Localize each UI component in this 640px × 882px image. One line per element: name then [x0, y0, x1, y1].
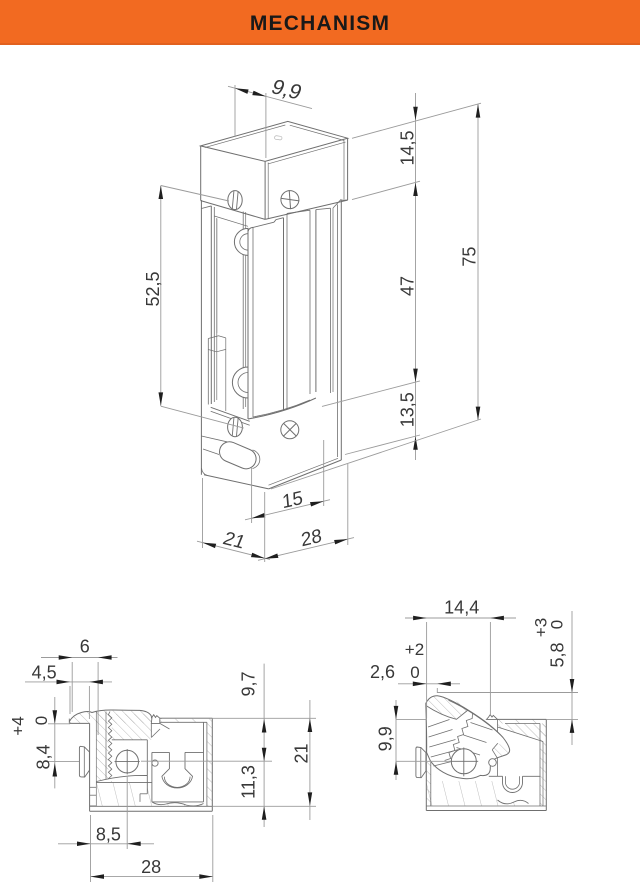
svg-text:0: 0 [410, 663, 419, 682]
svg-text:21: 21 [220, 529, 248, 554]
svg-text:8,5: 8,5 [96, 824, 121, 844]
svg-text:+3: +3 [532, 618, 551, 637]
svg-text:+2: +2 [405, 640, 424, 659]
svg-text:52,5: 52,5 [143, 271, 163, 306]
svg-text:2,6: 2,6 [370, 662, 395, 682]
svg-text:5,8: 5,8 [548, 642, 568, 667]
svg-text:75: 75 [460, 247, 480, 267]
svg-text:9,9: 9,9 [376, 726, 396, 751]
svg-text:+4: +4 [9, 716, 28, 735]
svg-text:6: 6 [80, 637, 90, 657]
svg-text:14,5: 14,5 [398, 130, 418, 165]
svg-text:0: 0 [32, 716, 51, 725]
svg-text:11,3: 11,3 [239, 765, 259, 799]
svg-text:15: 15 [281, 488, 303, 514]
svg-text:13,5: 13,5 [398, 392, 418, 427]
svg-text:28: 28 [141, 857, 161, 877]
svg-text:14,4: 14,4 [444, 598, 479, 618]
svg-text:9,7: 9,7 [239, 671, 259, 696]
svg-text:4,5: 4,5 [32, 663, 57, 683]
svg-text:0: 0 [548, 620, 567, 629]
svg-text:8,4: 8,4 [34, 744, 54, 769]
svg-text:9,9: 9,9 [268, 76, 305, 104]
svg-text:28: 28 [300, 526, 323, 552]
svg-text:21: 21 [291, 743, 311, 763]
svg-text:47: 47 [398, 276, 418, 296]
